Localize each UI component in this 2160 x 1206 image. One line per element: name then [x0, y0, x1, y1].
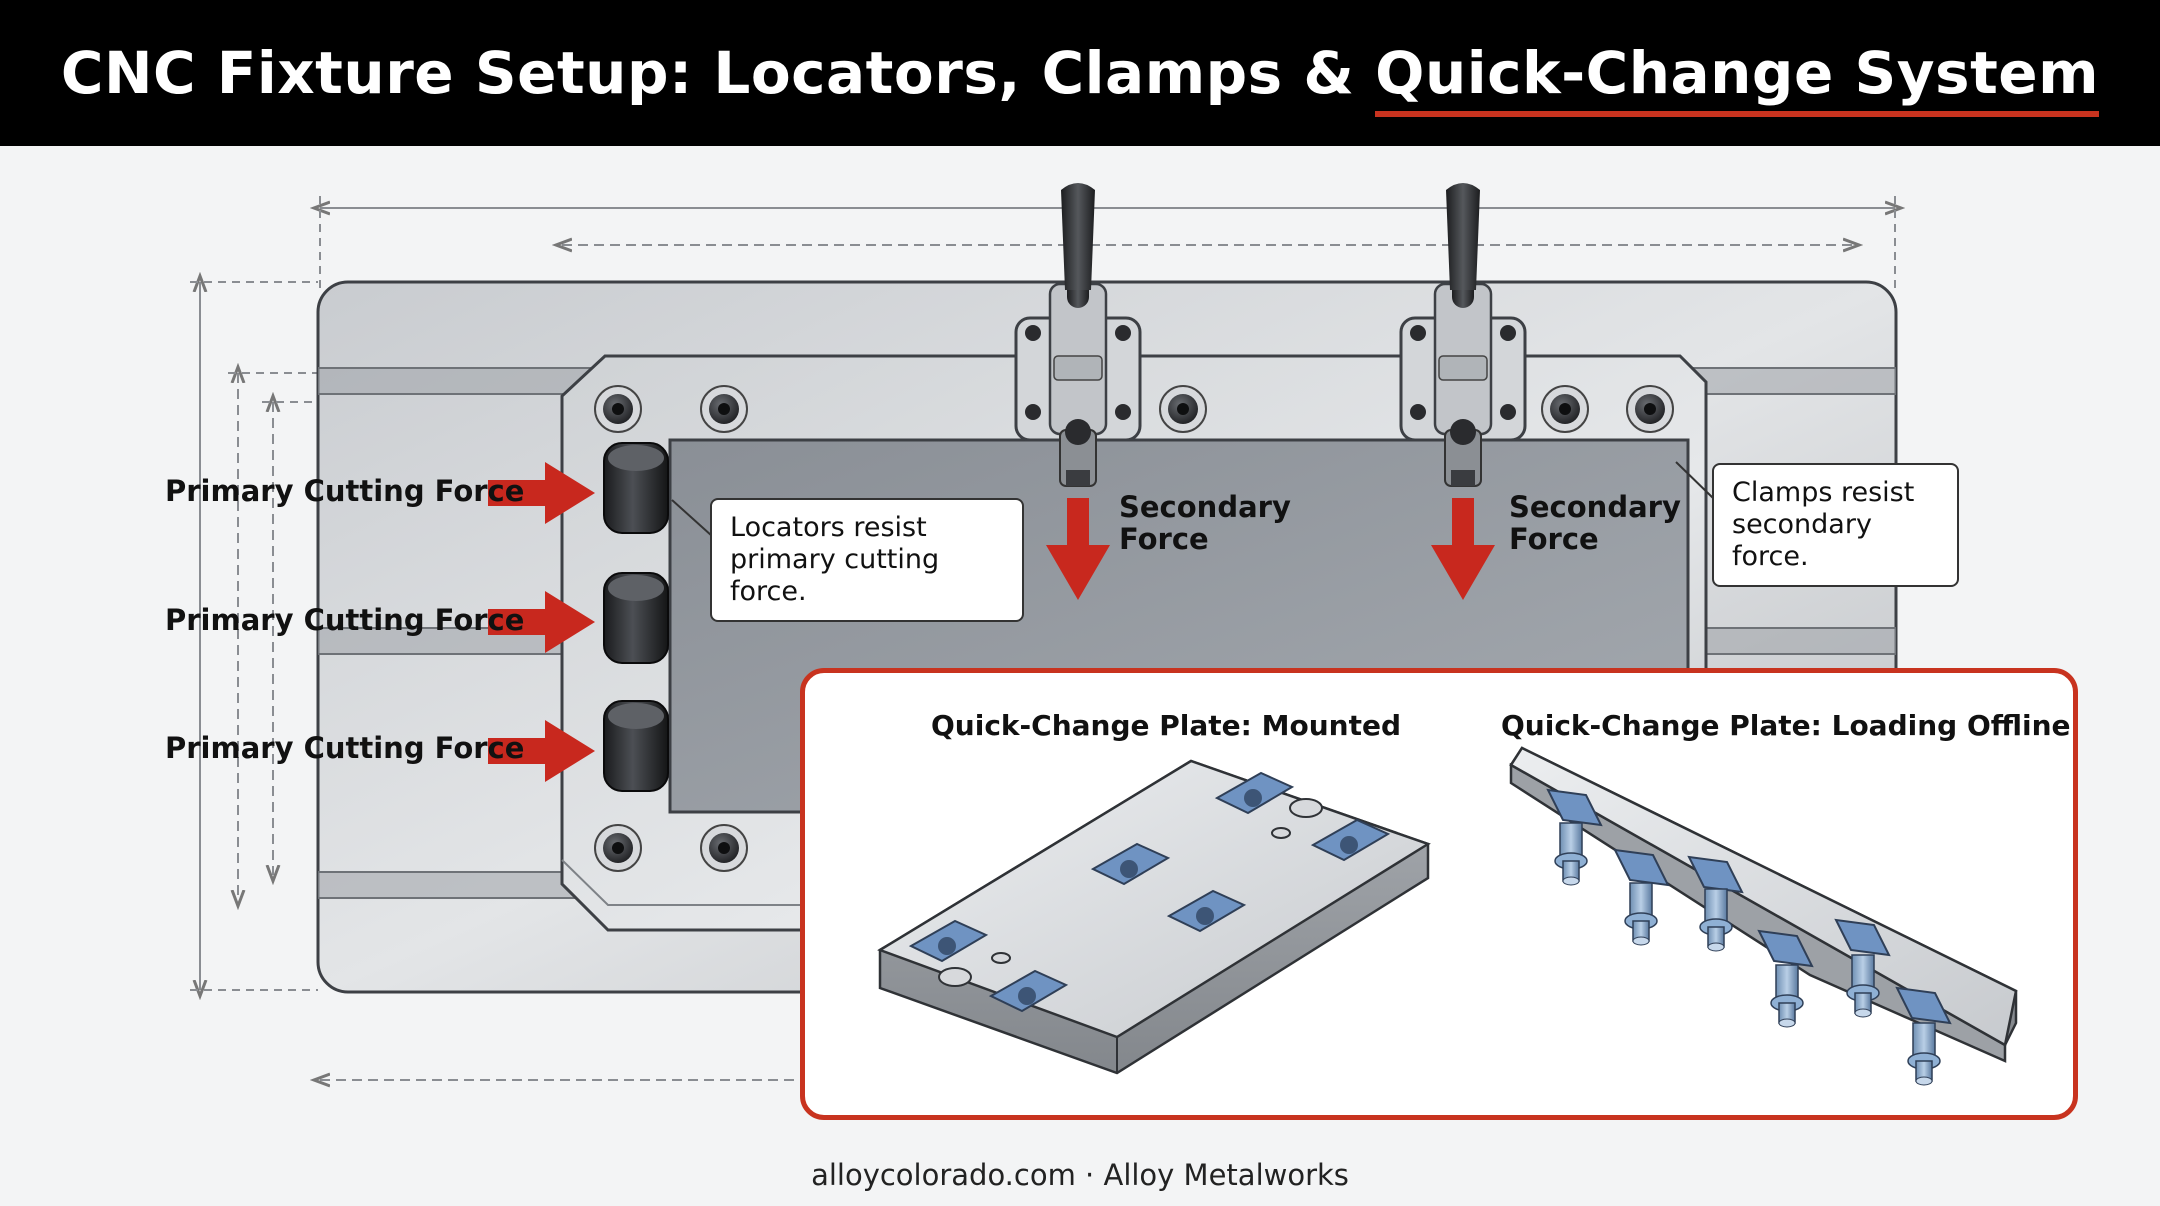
quick-change-inset: Quick-Change Plate: Mounted Quick-Change… [800, 668, 2078, 1120]
offline-plate [1509, 746, 2018, 1086]
down-arrow-icon [1046, 498, 1110, 600]
secondary-force-label: Secondary Force [1509, 490, 1681, 556]
right-arrow-icon [488, 591, 595, 653]
offline-plate-title: Quick-Change Plate: Loading Offline [1501, 709, 2071, 742]
right-arrow-icon [488, 720, 595, 782]
clamp-callout: Clamps resist secondary force. [1712, 463, 1959, 587]
primary-force-arrows [488, 462, 595, 782]
mounting-bolts [594, 385, 1674, 872]
quick-change-plates-drawing [877, 746, 2018, 1086]
primary-force-label: Primary Cutting Force [165, 731, 525, 765]
page-title: CNC Fixture Setup: Locators, Clamps & Qu… [60, 39, 2100, 117]
secondary-force-arrows [1046, 498, 1495, 600]
callout-pointers [671, 461, 1714, 537]
mounted-plate [877, 759, 1431, 1075]
dimension-lines [190, 196, 1895, 1080]
title-prefix: CNC Fixture Setup: Locators, Clamps & [60, 39, 1376, 107]
footer-credit: alloycolorado.com · Alloy Metalworks [811, 1158, 1349, 1192]
toggle-clamp [1014, 183, 1142, 487]
secondary-force-label: Secondary Force [1119, 490, 1291, 556]
title-bar: CNC Fixture Setup: Locators, Clamps & Qu… [0, 0, 2160, 146]
toggle-clamp [1399, 183, 1527, 487]
title-highlight: Quick-Change System [1375, 39, 2100, 117]
down-arrow-icon [1431, 498, 1495, 600]
mounted-plate-title: Quick-Change Plate: Mounted [931, 709, 1401, 742]
primary-force-label: Primary Cutting Force [165, 474, 525, 508]
locator-callout: Locators resist primary cutting force. [710, 498, 1024, 622]
right-arrow-icon [488, 462, 595, 524]
locating-studs [1554, 822, 1941, 1086]
primary-force-label: Primary Cutting Force [165, 603, 525, 637]
locator-pins [603, 442, 669, 792]
